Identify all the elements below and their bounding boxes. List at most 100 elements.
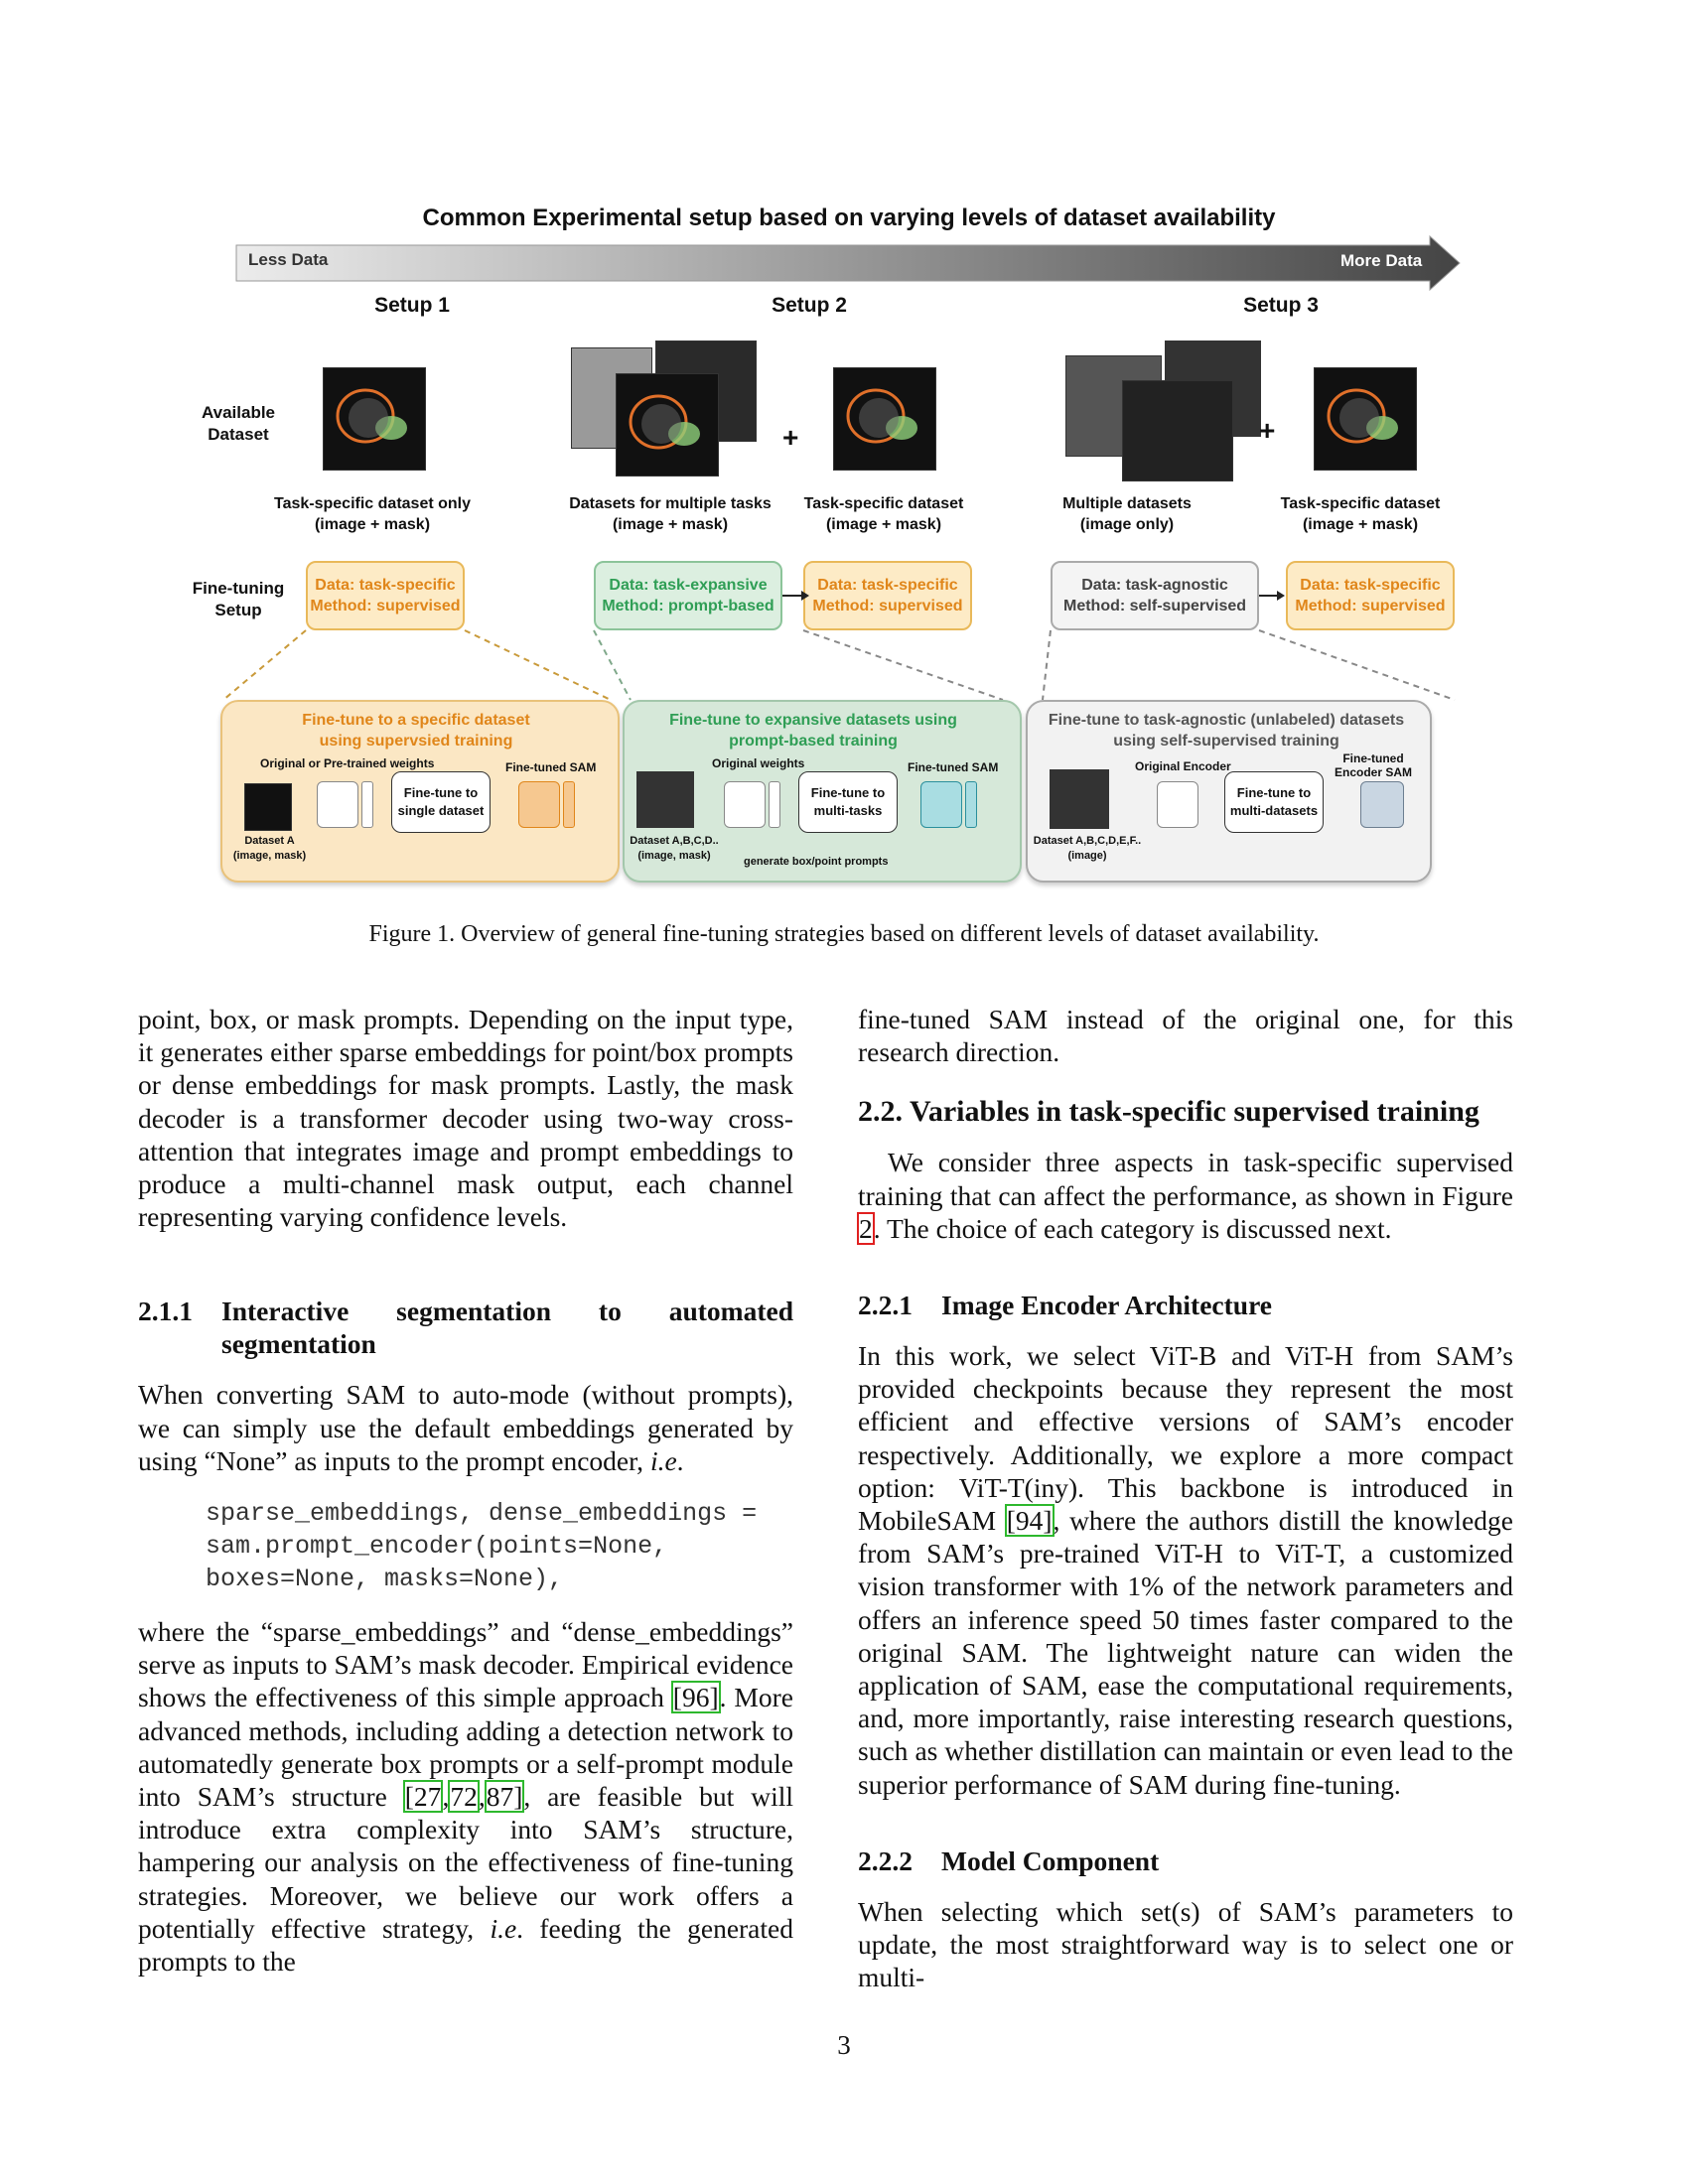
method-box-4-method: Method: self-supervised: [1062, 598, 1247, 614]
panel-1-decoder-box: [361, 781, 373, 828]
finetuning-setup-label: Fine-tuning Setup: [192, 579, 285, 619]
method-box-5-data: Data: task-specific: [1300, 577, 1441, 594]
panel-2-out-box: [920, 781, 962, 828]
left-p2-end: .: [676, 1444, 684, 1476]
data-availability-arrow: [235, 234, 1461, 292]
panel-2-weights: Original weights: [712, 756, 805, 770]
panel-3-out-box: [1360, 781, 1404, 828]
dataset-thumb-5: [1314, 367, 1417, 471]
figure-diagram: [235, 234, 1461, 292]
method-box-4-data: Data: task-agnostic: [1081, 577, 1228, 594]
panel-1-center-box: Fine-tune to single dataset: [391, 771, 491, 833]
setup-3-label: Setup 3: [1243, 294, 1319, 317]
section-2-2-1-title: Image Encoder Architecture: [941, 1290, 1272, 1321]
panel-1-weights: Original or Pre-trained weights: [260, 756, 435, 770]
section-2-2-2-title: Model Component: [941, 1844, 1160, 1876]
panel-2-title: Fine-tune to expansive datasets using pr…: [669, 712, 957, 750]
right-column: fine-tuned SAM instead of the original o…: [857, 1003, 1513, 1993]
code-snippet: sparse_embeddings, dense_embeddings = sa…: [206, 1499, 758, 1594]
right-paragraph-3: In this work, we select ViT-B and ViT-H …: [858, 1339, 1513, 1801]
method-box-5: Data: task-specific Method: supervised: [1286, 561, 1455, 630]
plus-sign-2: +: [1259, 415, 1276, 446]
citation-96[interactable]: [96]: [670, 1681, 721, 1714]
connector-lines: [222, 591, 1456, 701]
section-2-2-2-heading: 2.2.2 Model Component: [858, 1844, 1513, 1877]
panel-3-thumb: [1050, 769, 1109, 829]
dataset-label-1: Task-specific dataset only (image + mask…: [274, 495, 471, 533]
plus-sign-1: +: [782, 422, 799, 453]
available-dataset-label: Available Dataset: [201, 403, 276, 444]
panel-1-out-box2: [563, 781, 575, 828]
setup-1-label: Setup 1: [374, 294, 450, 317]
method-box-5-method: Method: supervised: [1295, 598, 1446, 614]
panel-3: Fine-tune to task-agnostic (unlabeled) d…: [1026, 700, 1432, 883]
citation-27[interactable]: [27: [402, 1780, 444, 1814]
method-box-1-data: Data: task-specific: [315, 577, 456, 594]
dataset-label-5: Task-specific dataset (image + mask): [1280, 495, 1441, 533]
right-paragraph-1: fine-tuned SAM instead of the original o…: [858, 1004, 1513, 1068]
figure-title: Common Experimental setup based on varyi…: [422, 205, 1276, 231]
panel-3-dataset: Dataset A,B,C,D,E,F.. (image): [1033, 835, 1142, 862]
dataset-label-4: Multiple datasets (image only): [1062, 495, 1192, 533]
right-p3-text-b: , where the authors distill the knowledg…: [858, 1505, 1513, 1800]
figure-2-reference[interactable]: 2: [857, 1211, 875, 1245]
right-p2-text-a: We consider three aspects in task-specif…: [858, 1147, 1513, 1211]
method-box-4: Data: task-agnostic Method: self-supervi…: [1051, 561, 1259, 630]
section-2-2-1-heading: 2.2.1 Image Encoder Architecture: [858, 1289, 1513, 1321]
method-box-3: Data: task-specific Method: supervised: [803, 561, 972, 630]
dataset-thumb-1: [323, 367, 426, 471]
left-p2-text: When converting SAM to auto-mode (withou…: [138, 1379, 793, 1476]
left-paragraph-1: point, box, or mask prompts. Depending o…: [138, 1004, 793, 1233]
section-2-1-1-heading: 2.1.1 Interactive segmentation to automa…: [138, 1295, 793, 1360]
panel-2-out-box2: [965, 781, 977, 828]
dataset-thumb-2: [616, 373, 719, 477]
section-2-1-1-number: 2.1.1: [138, 1296, 193, 1327]
panel-1-thumb: [244, 783, 292, 831]
left-p3-ie: i.e: [490, 1912, 517, 1944]
method-box-1-method: Method: supervised: [310, 598, 461, 614]
panel-2: Fine-tune to expansive datasets using pr…: [623, 700, 1022, 883]
panel-2-encoder-box: [724, 781, 766, 828]
citation-87[interactable]: 87]: [484, 1780, 525, 1814]
panel-3-weights: Original Encoder: [1135, 759, 1231, 773]
right-p3-text-a: In this work, we select ViT-B and ViT-H …: [858, 1340, 1513, 1537]
citation-94[interactable]: [94]: [1004, 1504, 1055, 1538]
right-paragraph-2: We consider three aspects in task-specif…: [857, 1146, 1513, 1245]
citation-72[interactable]: 72: [448, 1780, 480, 1814]
left-p3-text-b: . More advanced methods, including addin…: [138, 1682, 793, 1813]
left-p3-text-a: where the “sparse_embeddings” and “dense…: [138, 1616, 793, 1713]
dataset-thumb-3: [833, 367, 936, 471]
arrow-left-label: Less Data: [248, 250, 329, 269]
arrow-right-label: More Data: [1340, 251, 1423, 270]
panel-3-center-box: Fine-tune to multi-datasets: [1224, 771, 1324, 833]
method-box-2: Data: task-expansive Method: prompt-base…: [594, 561, 782, 630]
panel-1-out-box: [518, 781, 560, 828]
method-box-3-data: Data: task-specific: [817, 577, 958, 594]
page-number: 3: [837, 2030, 851, 2060]
panel-1-dataset: Dataset A (image, mask): [232, 835, 307, 862]
section-2-2-heading: 2.2. Variables in task-specific supervis…: [858, 1095, 1479, 1129]
left-p3-text-d: . feeding the generated prompts to the: [138, 1912, 793, 1978]
left-p3-text-c: , are feasible but will introduce extra …: [138, 1781, 793, 1944]
method-box-1: Data: task-specific Method: supervised: [306, 561, 465, 630]
setup-2-label: Setup 2: [772, 294, 847, 317]
panel-1: Fine-tune to a specific dataset using su…: [220, 700, 620, 883]
method-box-3-method: Method: supervised: [812, 598, 963, 614]
panel-3-encoder-box: [1157, 781, 1198, 828]
panel-3-right-label: Fine-tuned Encoder SAM: [1334, 751, 1412, 779]
section-2-1-1-title: Interactive segmentation to automated se…: [221, 1296, 793, 1360]
dataset-label-3: Task-specific dataset (image + mask): [803, 495, 964, 533]
right-p2-text-b: . The choice of each category is discuss…: [873, 1212, 1392, 1244]
panel-2-thumb: [636, 771, 694, 828]
section-2-2-2-number: 2.2.2: [858, 1844, 913, 1876]
left-column: point, box, or mask prompts. Depending o…: [138, 1003, 793, 1978]
panel-1-encoder-box: [317, 781, 358, 828]
method-box-2-data: Data: task-expansive: [609, 577, 768, 594]
panel-2-right-label: Fine-tuned SAM: [908, 760, 999, 774]
dataset-thumb-4: [1122, 380, 1233, 481]
right-paragraph-4: When selecting which set(s) of SAM’s par…: [858, 1895, 1513, 1993]
panel-2-extra: generate box/point prompts: [744, 856, 889, 868]
panel-1-right-label: Fine-tuned SAM: [505, 760, 597, 774]
dataset-label-2: Datasets for multiple tasks (image + mas…: [569, 495, 772, 533]
panel-3-title: Fine-tune to task-agnostic (unlabeled) d…: [1048, 712, 1405, 750]
